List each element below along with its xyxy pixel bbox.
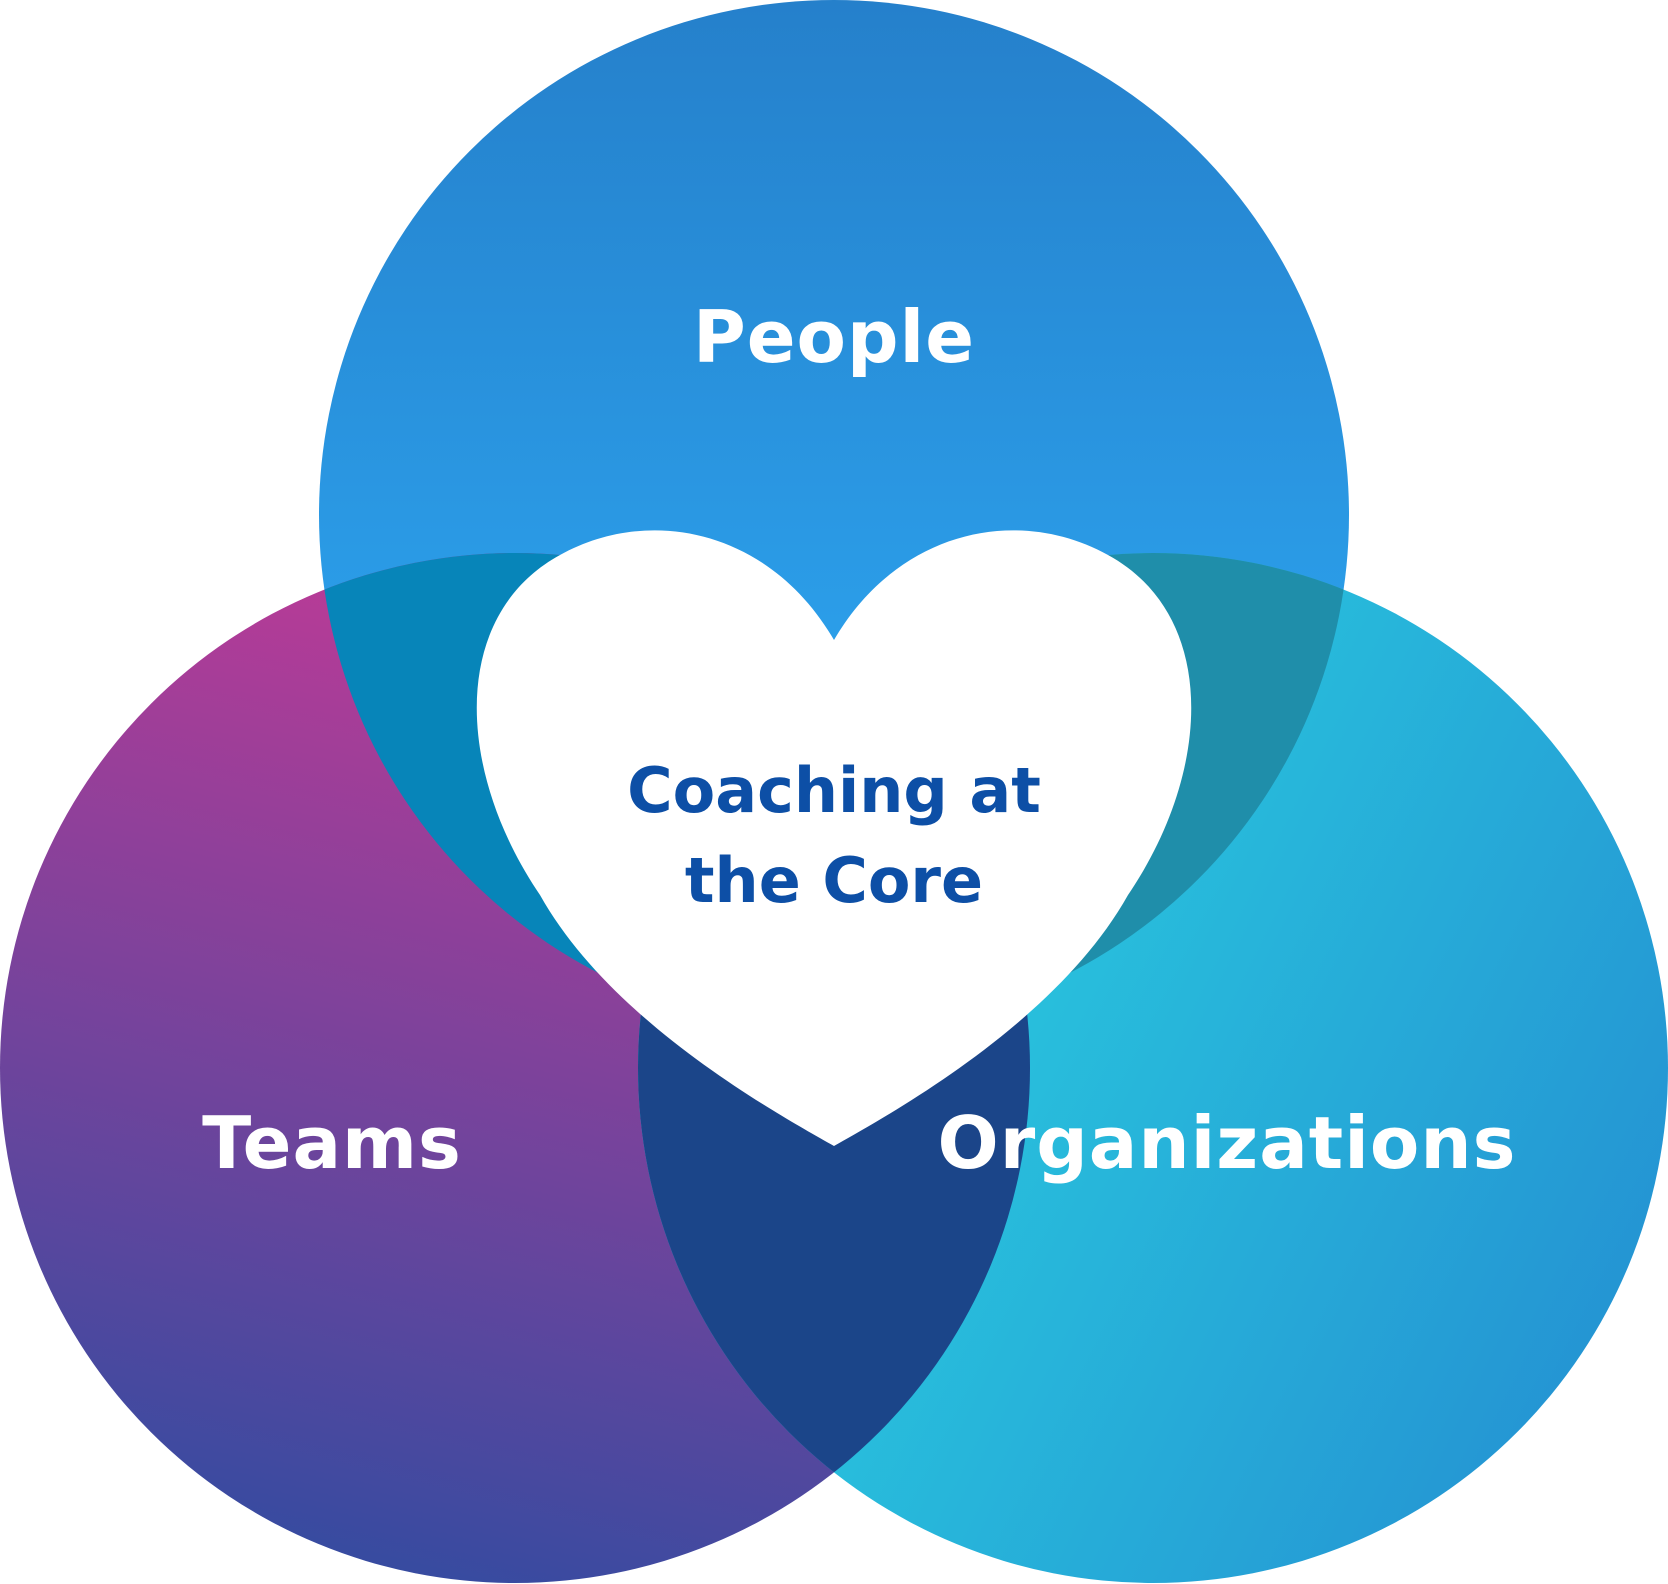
people-label: People [693, 295, 975, 379]
core-title-line1: Coaching at [627, 754, 1041, 827]
core-title-line2: the Core [685, 844, 983, 917]
teams-label: Teams [202, 1101, 462, 1185]
core-heart [476, 530, 1192, 1146]
organizations-label: Organizations [938, 1101, 1517, 1185]
